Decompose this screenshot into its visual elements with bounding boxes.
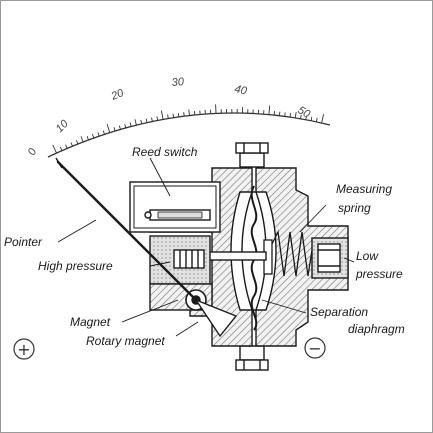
scale-tick	[92, 134, 95, 139]
label-low: Low	[356, 249, 379, 263]
scale-tick	[70, 142, 73, 147]
scale-tick	[160, 110, 164, 120]
bottom-bolt	[235, 345, 269, 371]
scale-tick	[183, 112, 185, 117]
label-reed-switch: Reed switch	[132, 145, 198, 159]
scale-tick	[140, 119, 143, 124]
scale-tick	[97, 132, 100, 137]
scale-tick	[278, 111, 281, 116]
right-housing	[255, 167, 349, 347]
scale-tick	[172, 113, 175, 118]
scale-tick	[284, 112, 286, 117]
scale-tick	[289, 113, 292, 118]
scale-tick	[118, 125, 121, 130]
top-bolt	[235, 142, 269, 168]
label-high-pressure: High pressure	[38, 259, 113, 273]
scale-label-10: 10	[54, 117, 72, 135]
scale-tick	[315, 117, 318, 122]
scale-tick	[300, 114, 302, 119]
minus-icon: −	[304, 337, 326, 359]
label-separation: Separation	[310, 305, 368, 319]
label-magnet: Magnet	[70, 315, 111, 329]
minus-sign-glyph: −	[308, 339, 321, 358]
scale-tick	[305, 115, 307, 120]
scale-tick	[156, 116, 159, 121]
scale-tick	[129, 122, 132, 127]
scale-label-0: 0	[26, 146, 40, 157]
reed-switch-housing	[129, 181, 221, 233]
scale-tick	[75, 140, 79, 145]
label-pressure: pressure	[355, 267, 403, 281]
scale-tick	[52, 144, 57, 154]
label-spring: spring	[338, 201, 371, 215]
pointer-needle	[56, 160, 198, 302]
scale-tick	[177, 112, 180, 117]
scale-tick	[188, 109, 190, 116]
scale-label-30: 30	[171, 76, 185, 89]
plus-icon: +	[13, 338, 35, 360]
pressure-chamber	[241, 191, 267, 311]
scale-tick	[268, 105, 271, 115]
scale-tick	[106, 123, 111, 133]
scale-tick	[167, 114, 169, 119]
scale-tick	[86, 136, 89, 141]
scale-tick	[59, 146, 63, 151]
scale-label-40: 40	[233, 83, 248, 97]
scale-ticks	[52, 104, 325, 154]
scale-label-20: 20	[109, 87, 127, 103]
pointer-tip	[55, 157, 63, 169]
plus-sign-glyph: +	[17, 340, 30, 359]
lower-mechanism	[149, 235, 213, 311]
scale-tick	[134, 119, 137, 126]
gauge-body	[129, 142, 349, 371]
label-rotary-magnet: Rotary magnet	[86, 334, 165, 348]
scale-tick	[102, 130, 105, 135]
label-pointer: Pointer	[4, 235, 43, 249]
scale-tick	[321, 114, 325, 124]
scale-tick	[151, 117, 153, 122]
scale-tick	[294, 111, 297, 118]
label-measuring: Measuring	[336, 182, 392, 196]
scale-tick	[273, 111, 276, 116]
scale-tick	[145, 118, 148, 123]
scale-tick	[80, 136, 84, 143]
scale-tick	[65, 144, 68, 149]
scale-tick	[113, 127, 116, 132]
leader-lines	[57, 157, 355, 337]
label-diaphragm: diaphragm	[348, 322, 405, 336]
scale-tick	[124, 123, 127, 129]
scale-tick	[310, 116, 313, 121]
low-pressure-port	[311, 237, 349, 279]
rotary-magnet	[185, 289, 238, 338]
